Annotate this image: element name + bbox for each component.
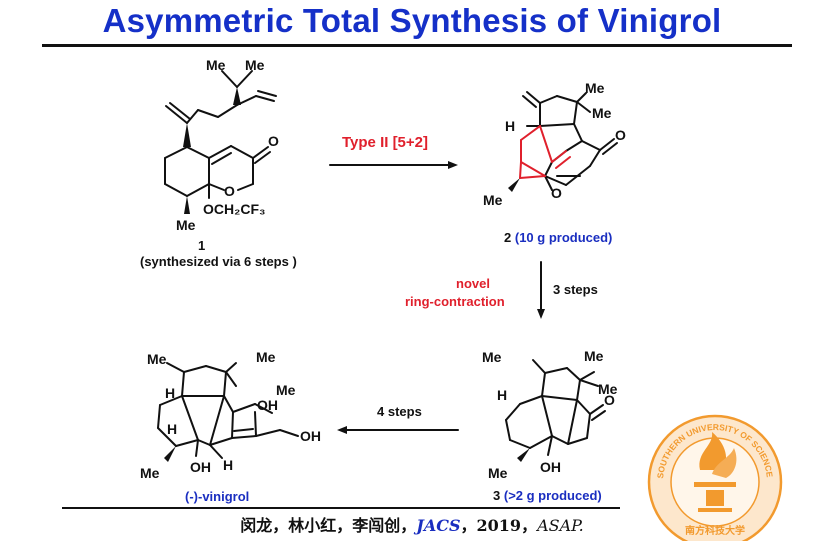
c1-me-top-left: Me (206, 57, 226, 73)
c3-h: H (497, 387, 507, 403)
citation: 闵龙，林小红，李闯创，JACS，2019，ASAP. (0, 512, 824, 536)
c2-me-right: Me (592, 105, 612, 121)
c1-ether: OCH₂CF₃ (203, 201, 265, 217)
c2-carbonyl-o: O (615, 127, 626, 143)
c2-me-top: Me (585, 80, 605, 96)
vinigrol-structure (157, 362, 299, 462)
citation-authors: 闵龙，林小红，李闯创， (240, 516, 417, 535)
citation-year: ，2019， (460, 516, 538, 535)
c1-me-bottom: Me (176, 217, 196, 233)
c1-me-top-right: Me (245, 57, 265, 73)
vin-oh-bottom: OH (190, 459, 211, 475)
citation-status: ASAP. (537, 516, 584, 535)
c3-me-top-left: Me (482, 349, 502, 365)
compound-1-number: 1 (198, 238, 206, 253)
compound-2-number: 2 (504, 230, 512, 245)
title-underline (42, 44, 792, 47)
footer-rule (62, 507, 620, 509)
c2-h: H (505, 118, 515, 134)
compound-3-structure (505, 359, 606, 462)
vinigrol-name: (-)-vinigrol (185, 489, 250, 504)
c1-ring-o: O (224, 183, 235, 199)
page-title: Asymmetric Total Synthesis of Vinigrol (102, 2, 722, 39)
vin-oh-top: OH (257, 397, 278, 413)
compound-2-red-bonds (519, 125, 571, 179)
compound-2-note: (10 g produced) (514, 230, 613, 245)
arrow-2-label-right: 3 steps (553, 282, 598, 297)
c3-me-right: Me (598, 381, 618, 397)
compound-1-note: (synthesized via 6 steps ) (140, 254, 297, 269)
compound-2-caption: 2 (10 g produced) (504, 230, 612, 245)
logo-cn-text: 南方科技大学 (685, 524, 745, 537)
compound-3-caption: 3 (>2 g produced) (493, 488, 602, 503)
c3-me-bottom: Me (488, 465, 508, 481)
citation-journal: JACS (416, 516, 461, 535)
arrow-1-label: Type II [5+2] (342, 134, 429, 151)
vin-h-bottom: H (223, 457, 233, 473)
university-logo: SOUTHERN UNIVERSITY OF SCIENCE AND TECHN… (0, 0, 783, 541)
c2-me-bottom: Me (483, 192, 503, 208)
vin-oh-side: OH (300, 428, 321, 444)
compound-3-note: (>2 g produced) (503, 488, 602, 503)
vin-h-mid: H (167, 421, 177, 437)
c3-oh: OH (540, 459, 561, 475)
vin-me-bottom: Me (140, 465, 160, 481)
c3-carbonyl-o: O (604, 392, 615, 408)
c1-carbonyl-o: O (268, 133, 279, 149)
vin-h-top: H (165, 385, 175, 401)
vin-me-top-left: Me (147, 351, 167, 367)
compound-1-structure (164, 70, 277, 214)
arrow-3-label: 4 steps (377, 404, 422, 419)
c3-me-top: Me (584, 348, 604, 364)
arrow-2-label-line2: ring-contraction (405, 294, 505, 309)
c2-ring-o: O (551, 185, 562, 201)
compound-3-number: 3 (493, 488, 501, 503)
vin-me-right: Me (276, 382, 296, 398)
vin-me-top: Me (256, 349, 276, 365)
arrow-2-label-line1: novel (456, 276, 490, 291)
